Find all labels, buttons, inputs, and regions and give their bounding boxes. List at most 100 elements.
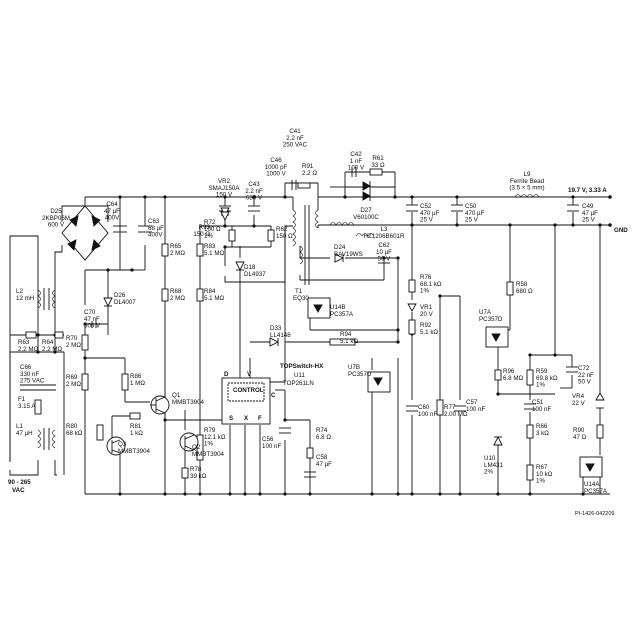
label-line: 69.8 kΩ <box>536 375 558 382</box>
label-line: R61 <box>372 155 384 162</box>
label-line: 39 kΩ <box>190 473 207 480</box>
label-line: 150 V <box>216 192 233 199</box>
label-line: R80 <box>66 423 78 430</box>
label-line: 2.2 MΩ <box>18 346 38 353</box>
label-line: C50 <box>465 203 477 210</box>
label-line: 150 Ω <box>193 231 210 238</box>
label-line: R70 <box>66 335 78 342</box>
label-line: C63 <box>148 218 160 225</box>
label-line: L2 <box>16 288 23 295</box>
label-line: 50 V <box>378 256 392 263</box>
label-line: 2KBP06M <box>42 215 70 222</box>
label-line: R77 <box>444 404 456 411</box>
label-line: 33 Ω <box>371 162 385 169</box>
ic-pin-d: D <box>224 371 229 378</box>
label-line: (3.5 × 5 mm) <box>509 185 544 192</box>
label-line: 2 MΩ <box>170 295 185 302</box>
label-line: 12.1 kΩ <box>204 434 226 441</box>
label-line: 68 µF <box>148 225 164 232</box>
label-line: R93 <box>199 224 211 231</box>
label-line: R91 <box>302 163 314 170</box>
label-line: 1% <box>204 233 213 240</box>
label-line: 25 V <box>420 217 434 224</box>
label-line: LL4148 <box>270 332 291 339</box>
ic-u11 <box>221 377 271 425</box>
label-line: D25 <box>50 208 62 215</box>
label-line: 3 kΩ <box>536 430 549 437</box>
output-voltage-label: 19.7 V, 3.33 A <box>568 187 607 194</box>
label-line: Q2 <box>192 444 201 451</box>
label-line: 47 µH <box>16 430 33 437</box>
label-line: 100 V <box>348 165 365 172</box>
label-line: 680 Ω <box>516 288 533 295</box>
label-line: PC357D <box>479 316 503 323</box>
label-line: R59 <box>536 368 548 375</box>
label-line: MMBT3904 <box>192 451 225 458</box>
label-line: PC357D <box>348 371 372 378</box>
label-line: R65 <box>170 243 182 250</box>
label-line: 47 µF <box>316 461 332 468</box>
inductor-group <box>329 194 540 237</box>
transistor-group <box>106 395 199 456</box>
label-line: R94 <box>340 331 352 338</box>
label-line: U14A <box>584 481 600 488</box>
label-line: 400V <box>105 215 120 222</box>
ic-pin-s: S <box>229 415 233 422</box>
label-line: LM431 <box>484 462 503 469</box>
label-line: 330 nF <box>20 371 39 378</box>
label-line: C51 <box>532 399 544 406</box>
label-line: D18 <box>244 264 256 271</box>
label-line: 1000 pF <box>265 164 288 171</box>
label-line: 250 VAC <box>283 142 308 149</box>
capacitor-group <box>20 167 579 478</box>
ic-part-label: TOP261LN <box>283 380 314 387</box>
label-line: 100 nF <box>532 406 551 413</box>
label-line: D26 <box>114 292 126 299</box>
ic-pin-x: X <box>244 415 249 422</box>
label-line: 1 nF <box>350 158 363 165</box>
label-line: U10 <box>484 455 496 462</box>
label-line: 1 kΩ <box>130 430 143 437</box>
label-line: V60100C <box>353 214 379 221</box>
label-line: 1% <box>536 382 545 389</box>
label-line: U7B <box>348 364 360 371</box>
label-line: 100 Ω <box>204 226 221 233</box>
label-line: 68 kΩ <box>66 430 83 437</box>
label-line: 2 MΩ <box>66 381 81 388</box>
label-line: VR1 <box>420 304 433 311</box>
transformer-ref: T1 <box>295 288 303 295</box>
label-line: DL4937 <box>244 271 266 278</box>
label-line: SMAJ150A <box>209 185 241 192</box>
label-line: R92 <box>420 322 432 329</box>
label-line: DL4007 <box>114 299 136 306</box>
label-line: R67 <box>536 464 548 471</box>
label-line: 47 µF <box>104 208 120 215</box>
